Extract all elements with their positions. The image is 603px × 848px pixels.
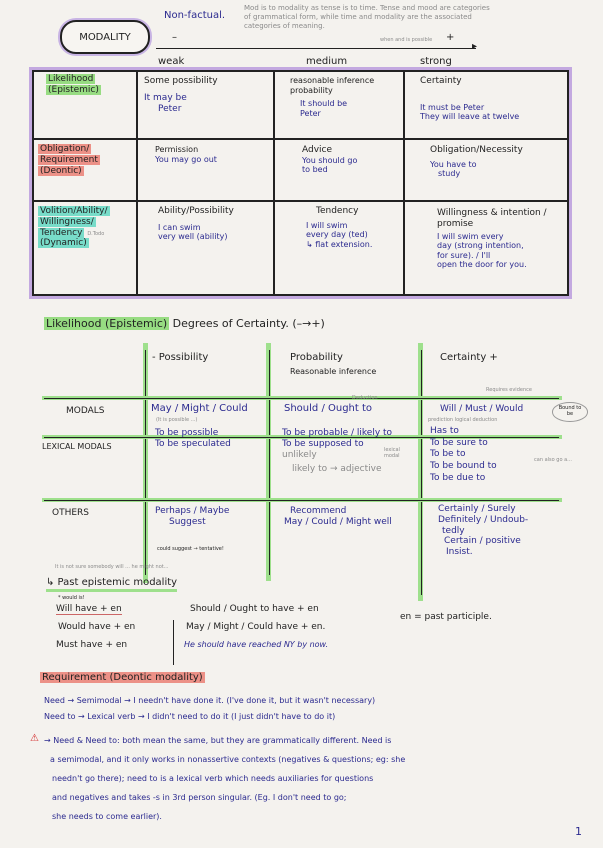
scale-label: medium: [306, 56, 348, 67]
certainty-note: Requires evidence: [486, 387, 532, 393]
row-label: MODALS: [66, 406, 105, 416]
row-category-deontic: Obligation/Requirement(Deontic): [38, 144, 100, 176]
past-modal: Will have + en: [56, 604, 122, 616]
definition: en = past participle.: [400, 612, 492, 622]
cell-note: can also go a...: [534, 457, 572, 463]
column-subheader: Reasonable inference: [290, 367, 377, 376]
cell: Should / Ought to: [284, 403, 373, 414]
scale-plus: +: [446, 32, 455, 43]
page-number: 1: [575, 825, 582, 838]
footnote: It is not sure somebody will ... he migh…: [55, 564, 169, 570]
non-factual-label: Non-factual.: [164, 10, 226, 21]
note-line: of grammatical form, while time and moda…: [244, 13, 472, 21]
cell-note: Deduction: [352, 395, 378, 401]
note-small: when and is possible: [380, 37, 433, 43]
past-modal: Must have + en: [56, 640, 128, 650]
column-header-certainty: Certainty +: [440, 352, 498, 363]
cell-note: (It is possible ...): [156, 417, 198, 423]
cell-note: could suggest → tentative!: [157, 546, 224, 552]
note-line: and negatives and takes -s in 3rd person…: [52, 793, 347, 802]
circled-note: Bound to be: [552, 402, 588, 422]
title-cloud: MODALITY: [60, 20, 150, 54]
epistemic-heading: Likelihood (Epistemic) Degrees of Certai…: [44, 317, 325, 330]
small-note: * would is!: [58, 595, 85, 601]
note-line: a semimodal, and it only works in nonass…: [50, 755, 406, 764]
cell-note: prediction logical deduction: [428, 417, 498, 423]
row-label: OTHERS: [52, 508, 90, 518]
scale-label: weak: [158, 56, 185, 67]
column-header-possibility: - Possibility: [152, 352, 209, 363]
requirement-line: Need → Semimodal → I needn't have done i…: [44, 696, 376, 705]
arrow-head-icon: ▸: [472, 41, 478, 52]
past-epistemic-heading: ↳ Past epistemic modality: [46, 577, 178, 592]
note-line: she needs to come earlier).: [52, 812, 162, 821]
note-line: Mod is to modality as tense is to time. …: [244, 4, 490, 12]
past-modal: May / Might / Could have + en.: [186, 622, 326, 632]
row-category-dynamic: Volition/Ability/Willingness/Tendency D.…: [38, 206, 110, 249]
requirement-heading: Requirement (Deontic modality): [40, 672, 205, 683]
example-sentence: He should have reached NY by now.: [184, 640, 329, 649]
scale-arrow-line: [156, 48, 476, 49]
cell-note: lexical modal: [384, 447, 400, 459]
page-title: MODALITY: [79, 31, 131, 43]
note-line: → Need & Need to: both mean the same, bu…: [44, 736, 392, 745]
scale-minus: –: [172, 32, 177, 43]
row-label: LEXICAL MODALS: [42, 442, 112, 451]
note-line: categories of meaning.: [244, 22, 325, 30]
cell: May / Might / Could: [151, 403, 248, 414]
row-category-epistemic: Likelihood(Epistemic): [46, 74, 101, 95]
note-line: needn't go there); need to is a lexical …: [52, 774, 374, 783]
modality-table: [32, 70, 569, 296]
requirement-line: Need to → Lexical verb → I didn't need t…: [44, 712, 336, 721]
column-header-probability: Probability: [290, 352, 343, 363]
warning-icon: ⚠: [30, 733, 39, 744]
cell: Will / Must / Would: [440, 404, 524, 414]
past-modal: Should / Ought to have + en: [190, 604, 319, 614]
scale-label: strong: [420, 56, 452, 67]
past-modal: Would have + en: [58, 622, 136, 632]
